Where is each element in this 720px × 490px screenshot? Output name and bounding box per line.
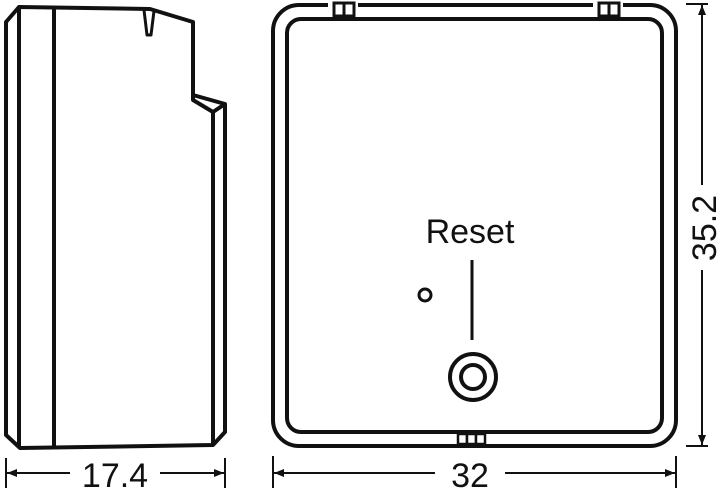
side-step bbox=[191, 95, 227, 114]
side-notch bbox=[142, 9, 156, 37]
height-dimension-label: 35.2 bbox=[686, 195, 720, 261]
side-outline bbox=[4, 5, 227, 450]
dimension-depth bbox=[5, 458, 226, 488]
side-view bbox=[4, 5, 227, 450]
reset-button[interactable] bbox=[448, 352, 498, 402]
indicator-led bbox=[417, 287, 433, 303]
top-tabs bbox=[328, 1, 623, 18]
reset-label: Reset bbox=[426, 213, 515, 251]
front-outer-frame bbox=[271, 3, 678, 448]
bottom-tab bbox=[456, 432, 487, 446]
front-view bbox=[271, 3, 678, 448]
dimension-height bbox=[686, 3, 708, 447]
front-inner-frame bbox=[285, 17, 664, 434]
dimension-width bbox=[272, 456, 677, 488]
depth-dimension-label: 17.4 bbox=[82, 457, 148, 490]
width-dimension-label: 32 bbox=[451, 457, 489, 490]
